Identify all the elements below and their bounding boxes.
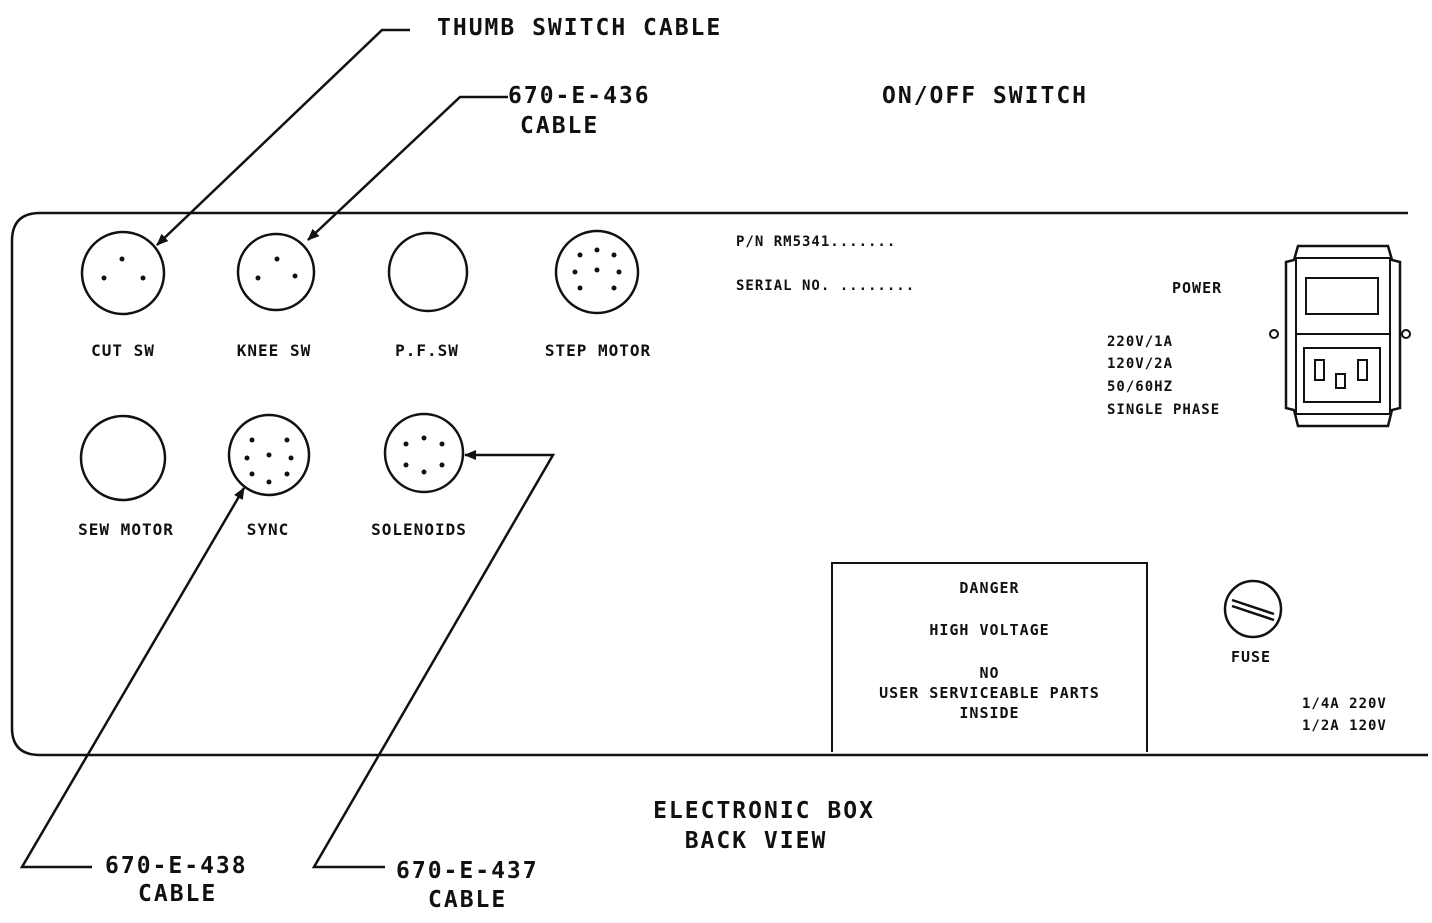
cable-438-number-label: 670-E-438 <box>105 853 248 879</box>
thumb-switch-cable-label: THUMB SWITCH CABLE <box>437 15 723 41</box>
power-spec-220v: 220V/1A <box>1107 334 1174 350</box>
diagram-title-line1: ELECTRONIC BOX <box>653 798 875 824</box>
power-spec-120v: 120V/2A <box>1107 356 1174 372</box>
power-spec-frequency: 50/60HZ <box>1107 379 1174 395</box>
thumb-switch-leader <box>156 28 410 246</box>
cable-438-leader <box>19 487 246 869</box>
warning-no-text: NO <box>979 663 1000 682</box>
danger-warning-box: DANGER HIGH VOLTAGE NO USER SERVICEABLE … <box>831 562 1148 752</box>
step-motor-label: STEP MOTOR <box>544 341 652 360</box>
sew-motor-connector <box>79 414 167 502</box>
sync-connector <box>227 413 311 497</box>
serial-number-label: SERIAL NO. ........ <box>736 278 916 294</box>
on-off-switch-label: ON/OFF SWITCH <box>882 83 1089 109</box>
warning-high-voltage-text: HIGH VOLTAGE <box>929 621 1050 640</box>
cable-436-leader <box>307 95 508 241</box>
warning-danger-text: DANGER <box>959 579 1020 597</box>
knee-sw-connector <box>236 232 316 312</box>
solenoids-connector <box>383 412 465 494</box>
part-number-label: P/N RM5341....... <box>736 234 897 250</box>
fuse-rating-220v: 1/4A 220V <box>1302 696 1387 712</box>
cut-sw-label: CUT SW <box>91 341 155 360</box>
power-spec-phase: SINGLE PHASE <box>1107 402 1221 418</box>
fuse-holder <box>1223 579 1283 639</box>
solenoids-label: SOLENOIDS <box>371 520 467 539</box>
power-switch-module <box>1269 244 1411 428</box>
knee-sw-label: KNEE SW <box>236 341 312 360</box>
fuse-rating-120v: 1/2A 120V <box>1302 718 1387 734</box>
step-motor-connector <box>554 229 640 315</box>
diagram-title-line2: BACK VIEW <box>684 828 828 854</box>
cable-438-word-label: CABLE <box>138 881 218 907</box>
cut-sw-connector <box>80 230 166 316</box>
sew-motor-label: SEW MOTOR <box>78 520 174 539</box>
pf-sw-connector <box>387 231 469 313</box>
fuse-label: FUSE <box>1230 648 1272 666</box>
panel-outline <box>10 211 1428 757</box>
warning-inside-text: INSIDE <box>959 704 1020 722</box>
power-label: POWER <box>1172 279 1223 297</box>
pf-sw-label: P.F.SW <box>395 341 459 360</box>
warning-user-serviceable-text: USER SERVICEABLE PARTS <box>879 683 1100 702</box>
cable-436-number-label: 670-E-436 <box>508 83 651 109</box>
sync-label: SYNC <box>246 520 290 539</box>
cable-437-word-label: CABLE <box>428 887 508 913</box>
cable-437-number-label: 670-E-437 <box>396 858 539 884</box>
cable-437-leader <box>311 450 556 869</box>
cable-436-word-label: CABLE <box>520 113 600 139</box>
